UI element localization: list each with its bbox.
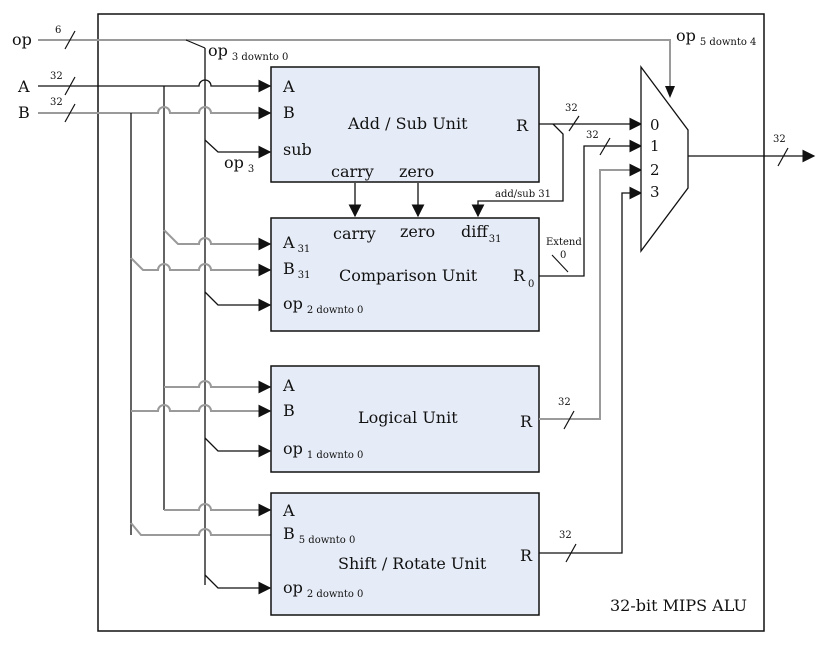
- output-mux: 0 1 2 3: [640, 65, 689, 253]
- b-bus: [38, 103, 272, 535]
- logical-width-label: 32: [558, 397, 571, 408]
- port-sub: sub: [283, 140, 312, 159]
- mux-input-1: 1: [650, 137, 660, 155]
- add-sub-unit: A B sub Add / Sub Unit R carry zero: [270, 66, 540, 183]
- log-a-wire: [164, 380, 262, 388]
- port-zero: zero: [400, 222, 435, 241]
- sh-a-wire: [164, 503, 262, 511]
- port-a: A: [282, 376, 295, 395]
- op3-sub-wire: [204, 139, 272, 159]
- port-carry: carry: [331, 162, 374, 181]
- op-3-downto-0-tap: [185, 39, 206, 585]
- unit-name: Comparison Unit: [339, 266, 478, 285]
- sh-op-wire: [204, 574, 272, 595]
- diagram-title: 32-bit MIPS ALU: [610, 596, 747, 615]
- addsub-result-wire: [471, 115, 643, 218]
- cmp-op-wire: [204, 291, 272, 312]
- cmp-a-wire: [163, 229, 262, 245]
- port-zero: zero: [399, 162, 434, 181]
- op-width-label: 6: [55, 25, 61, 36]
- bus-width-slash: [64, 30, 76, 50]
- unit-name: Add / Sub Unit: [347, 114, 468, 133]
- mux-input-0: 0: [650, 116, 660, 134]
- cmp-width-label: 32: [586, 130, 599, 141]
- a-bus: [38, 76, 272, 510]
- extend-value: 0: [560, 250, 566, 261]
- op-bus: [38, 30, 671, 95]
- log-op-wire: [204, 437, 272, 458]
- port-r: R: [520, 412, 533, 431]
- logical-result-wire: [539, 163, 643, 430]
- port-r: R: [516, 116, 529, 135]
- port-r: R: [520, 546, 533, 565]
- op-select-arrowhead: [665, 86, 675, 98]
- alu-frame: [97, 13, 765, 632]
- mux-input-2: 2: [650, 161, 660, 179]
- b-width-label: 32: [50, 97, 63, 108]
- cmp-result-wire: [539, 137, 643, 277]
- unit-name: Shift / Rotate Unit: [338, 554, 487, 573]
- cmp-b-wire: [130, 257, 262, 271]
- port-diff31: diff31: [461, 222, 501, 245]
- unit-name: Logical Unit: [358, 408, 458, 427]
- port-a: A: [282, 501, 295, 520]
- port-b: B: [283, 103, 295, 122]
- addsub-width-label: 32: [565, 103, 578, 114]
- a-width-label: 32: [50, 71, 63, 82]
- port-b: B: [283, 401, 295, 420]
- addsub-msb-label: add/sub 31: [495, 189, 551, 200]
- port-a: A: [282, 77, 295, 96]
- log-b-wire: [131, 404, 262, 412]
- output-width-label: 32: [773, 134, 786, 145]
- op-input-label: op: [12, 30, 32, 49]
- mux-input-3: 3: [650, 183, 660, 201]
- b-input-label: B: [18, 103, 30, 122]
- shift-width-label: 32: [559, 530, 572, 541]
- shift-result-wire: [539, 186, 643, 563]
- port-carry: carry: [333, 224, 376, 243]
- alu-output-wire: [688, 147, 816, 167]
- sh-b-wire: [130, 522, 271, 536]
- extend-label: Extend: [546, 237, 582, 248]
- a-input-label: A: [17, 77, 30, 96]
